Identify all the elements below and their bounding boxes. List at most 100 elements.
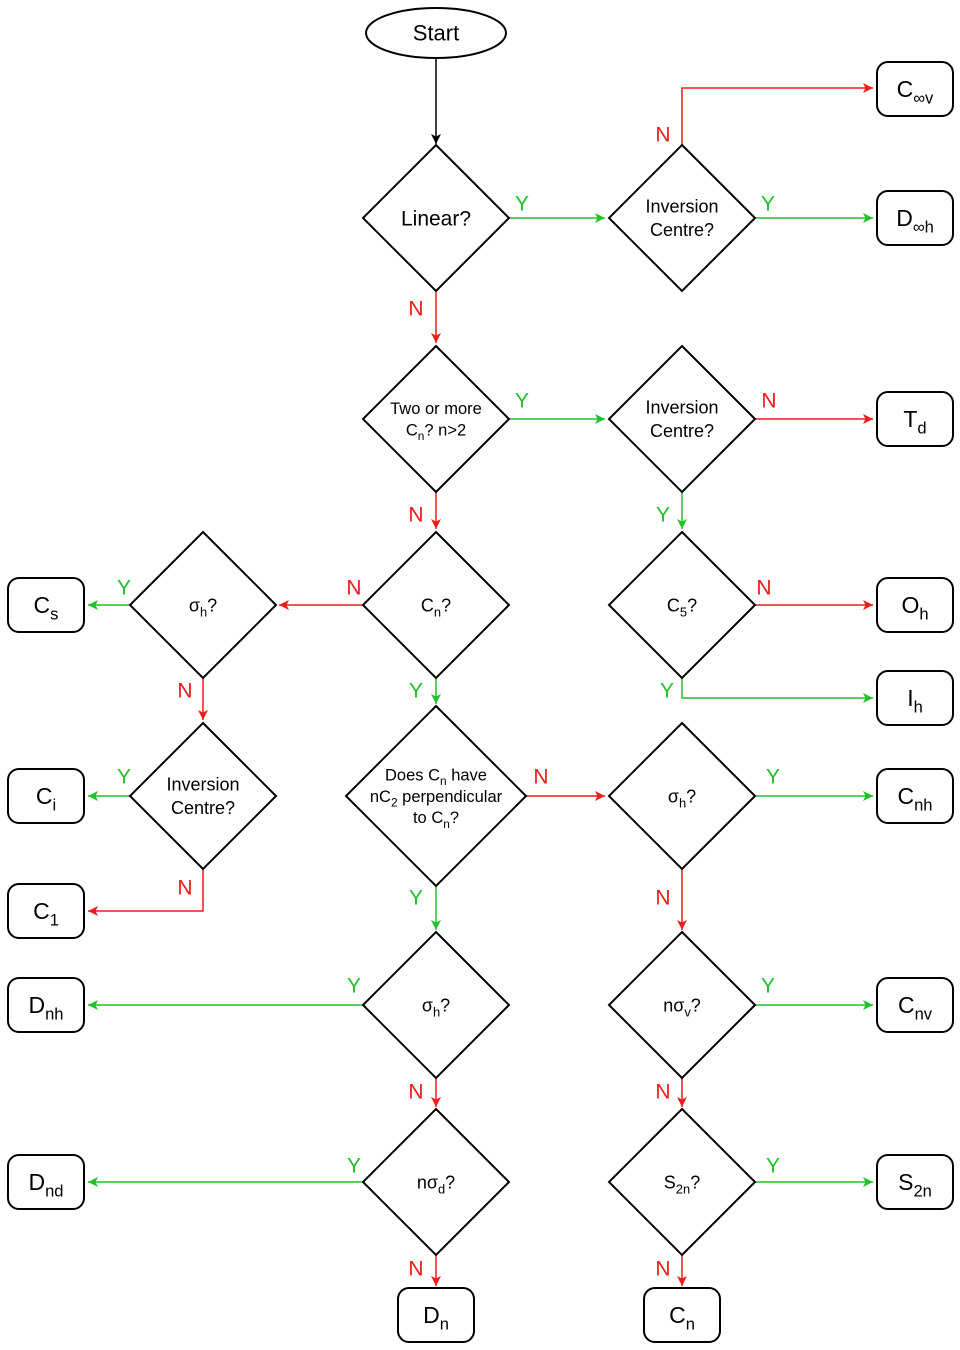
edge-label-no: N [346, 577, 361, 600]
decision-diamond [128, 721, 278, 871]
node-text: C∞v [897, 76, 934, 107]
node-text: S2n? [664, 1172, 700, 1196]
edge-label-yes: Y [656, 504, 670, 527]
edge-d-n-sigma-d-to-r-dnd: Y [88, 1155, 363, 1187]
edge-d-inv-linear-to-r-cinfv: N [655, 83, 873, 147]
edge-d-sigma-h-d-to-r-dnh: Y [88, 975, 363, 1010]
decision-diamond [128, 530, 278, 680]
edge-d-sigma-h-low-to-d-inv-low: N [177, 678, 208, 720]
result-box [876, 391, 954, 447]
node-text: Start [413, 21, 459, 46]
result-cs: Cs [7, 577, 85, 633]
node-text: S2n [898, 1169, 932, 1200]
edge-d-s2n-to-r-cn: N [655, 1255, 687, 1286]
result-box [7, 977, 85, 1033]
node-text: Oh [901, 592, 928, 623]
decision-diamond [361, 1107, 511, 1257]
edge-d-inv-low-to-r-c1: N [88, 869, 204, 916]
node-text: σh? [189, 595, 217, 619]
edge-d-inv-linear-to-r-dinfh: Y [755, 193, 873, 223]
decision-n-sigma-d: nσd? [361, 1107, 511, 1257]
result-s2n: S2n [876, 1154, 954, 1210]
result-dnh: Dnh [7, 977, 85, 1033]
edge-label-yes: Y [515, 193, 529, 216]
node-text: σh? [668, 786, 696, 810]
node-text: Cnv [898, 992, 933, 1023]
edge-line [88, 869, 204, 916]
node-text: Cn? [421, 595, 451, 619]
edge-d-perp-c2-to-d-sigma-h-d: Y [409, 886, 441, 930]
edge-label-yes: Y [409, 680, 423, 703]
edge-label-no: N [177, 680, 192, 703]
edge-label-yes: Y [515, 390, 529, 413]
decision-sigma-h-low: σh? [128, 530, 278, 680]
result-box [876, 670, 954, 726]
node-text: C1 [33, 898, 59, 929]
result-dn: Dn [397, 1287, 475, 1343]
edge-label-no: N [408, 504, 423, 527]
node-text: Linear? [401, 207, 471, 230]
decision-sigma-h-d: σh? [361, 930, 511, 1080]
edge-d-s2n-to-r-s2n: Y [755, 1155, 873, 1187]
edge-label-yes: Y [409, 887, 423, 910]
edge-label-no: N [408, 1081, 423, 1104]
decision-s2n: S2n? [607, 1107, 757, 1257]
edge-d-sigma-h-d-to-d-n-sigma-d: N [408, 1078, 441, 1107]
decision-c5: C5? [607, 530, 757, 680]
edge-label-no: N [408, 1258, 423, 1281]
edge-d-two-cn-to-d-cn: N [408, 492, 441, 529]
result-box [876, 61, 954, 117]
node-text: Cs [34, 592, 59, 623]
result-box [876, 1154, 954, 1210]
decision-diamond [344, 704, 528, 888]
decision-diamond [361, 930, 511, 1080]
edge-label-no: N [177, 877, 192, 900]
decision-diamond [607, 930, 757, 1080]
node-text: Dnh [28, 992, 63, 1023]
edge-d-inv-cubic-to-d-c5: Y [656, 492, 687, 529]
result-box [7, 1154, 85, 1210]
decision-diamond [607, 344, 757, 494]
decision-linear: Linear? [361, 143, 511, 293]
result-td: Td [876, 391, 954, 447]
node-text: nσv? [663, 995, 701, 1019]
result-ci: Ci [7, 768, 85, 824]
edge-d-c5-to-r-ih: Y [660, 678, 873, 703]
result-cn: Cn [643, 1287, 721, 1343]
decision-diamond [361, 344, 511, 494]
result-dnd: Dnd [7, 1154, 85, 1210]
decision-cn: Cn? [361, 530, 511, 680]
start-node: Start [365, 7, 507, 59]
edge-line [681, 83, 873, 145]
edge-d-c5-to-r-oh: N [755, 577, 873, 610]
result-c1: C1 [7, 883, 85, 939]
result-box [876, 768, 954, 824]
edge-d-cn-to-d-perp-c2: Y [409, 678, 441, 704]
node-text: nσd? [417, 1172, 455, 1196]
decision-n-sigma-v: nσv? [607, 930, 757, 1080]
edge-label-no: N [655, 1258, 670, 1281]
decision-diamond [361, 530, 511, 680]
result-box [876, 190, 954, 246]
result-box [7, 883, 85, 939]
edge-label-no: N [655, 887, 670, 910]
node-text: σh? [422, 995, 450, 1019]
edge-label-yes: Y [761, 975, 775, 998]
result-oh: Oh [876, 577, 954, 633]
edge-d-n-sigma-d-to-r-dn: N [408, 1255, 441, 1286]
node-text: Dn [423, 1302, 449, 1333]
edge-d-linear-to-d-inv-linear: Y [509, 193, 605, 223]
node-text: D∞h [896, 205, 934, 236]
edge-label-yes: Y [347, 1155, 361, 1178]
edge-label-no: N [655, 124, 670, 147]
